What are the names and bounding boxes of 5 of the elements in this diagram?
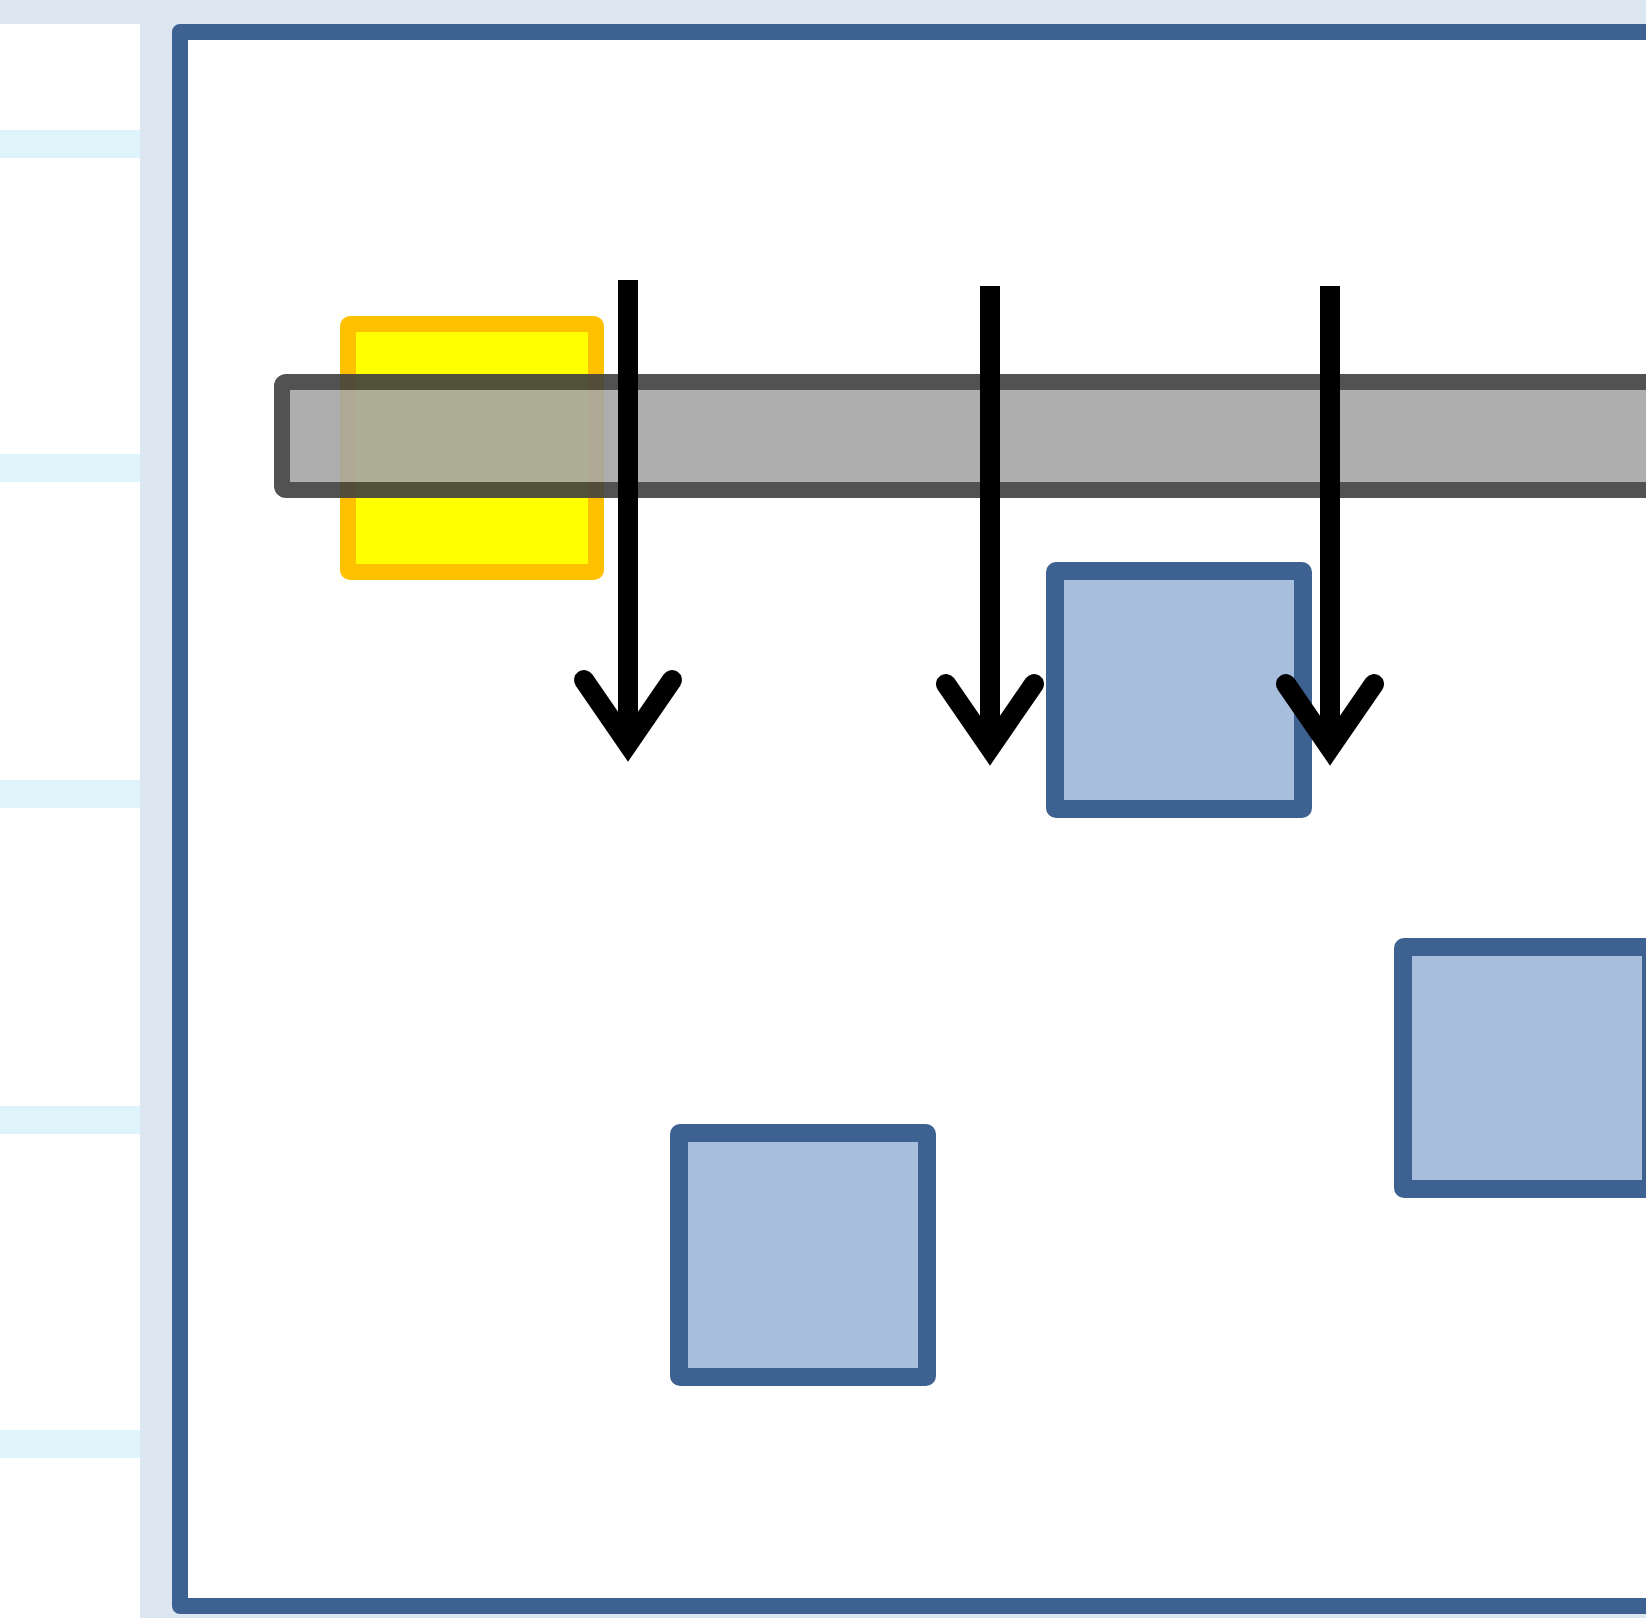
frame-panel (172, 24, 1646, 1614)
square-block (1394, 938, 1646, 1198)
square-block (1046, 562, 1312, 818)
horizontal-bar (274, 374, 1646, 498)
square-block (670, 1124, 936, 1386)
